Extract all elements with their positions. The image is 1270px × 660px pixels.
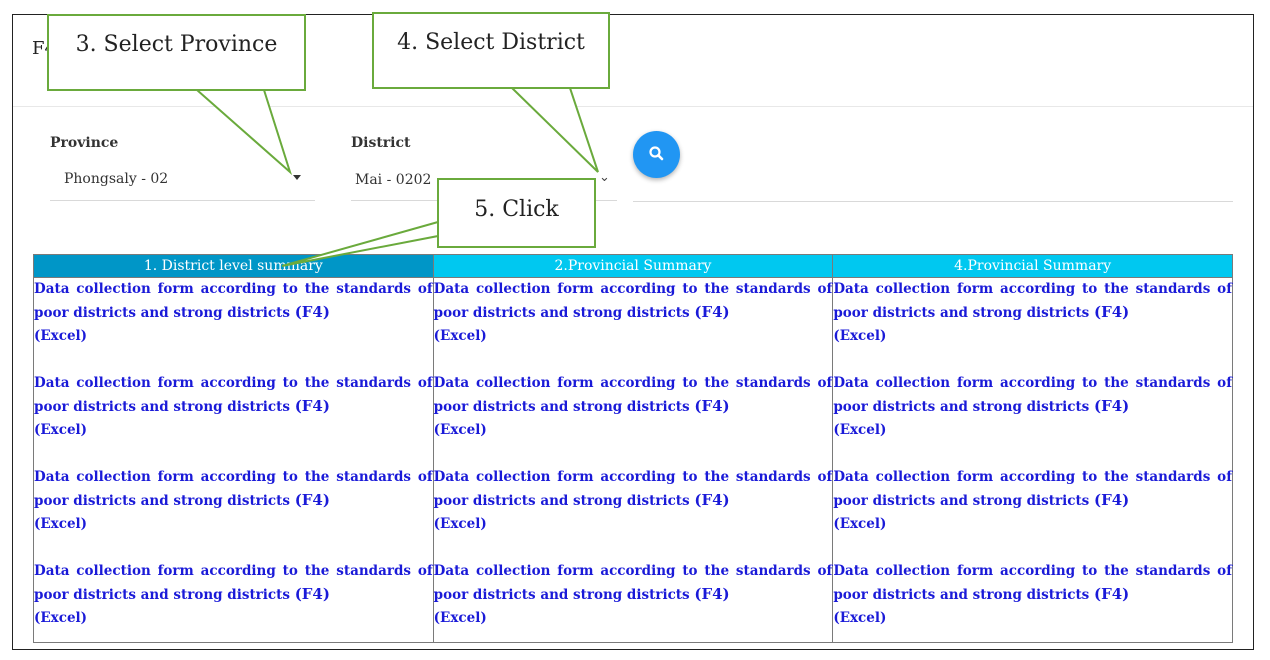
excel-link[interactable]: (Excel) [34, 516, 88, 532]
callout-pointer-district [509, 87, 599, 173]
tab-provincial-summary[interactable]: 2.Provincial Summary [432, 254, 834, 278]
table-row: Data collection form according to the st… [33, 466, 1233, 560]
form-link[interactable]: Data collection form according to the st… [34, 560, 433, 642]
form-link[interactable]: Data collection form according to the st… [434, 560, 833, 642]
province-underline [50, 200, 315, 201]
form-link[interactable]: Data collection form according to the st… [833, 560, 1232, 642]
excel-link[interactable]: (Excel) [833, 328, 887, 344]
excel-link[interactable]: (Excel) [833, 610, 887, 626]
table-row: Data collection form according to the st… [33, 560, 1233, 643]
form-link[interactable]: Data collection form according to the st… [434, 466, 833, 560]
tab-provincial-summary-4[interactable]: 4.Provincial Summary [832, 254, 1233, 278]
form-link[interactable]: Data collection form according to the st… [833, 278, 1232, 372]
search-icon [649, 146, 664, 161]
table-row: Data collection form according to the st… [33, 277, 1233, 372]
form-link[interactable]: Data collection form according to the st… [833, 372, 1232, 466]
excel-link[interactable]: (Excel) [34, 328, 88, 344]
excel-link[interactable]: (Excel) [433, 422, 487, 438]
table-row: Data collection form according to the st… [33, 372, 1233, 466]
excel-link[interactable]: (Excel) [433, 516, 487, 532]
excel-link[interactable]: (Excel) [34, 422, 88, 438]
callout-select-district: 4. Select District [372, 12, 610, 89]
district-label: District [351, 135, 411, 151]
callout-pointer-click [281, 220, 439, 267]
filter-underline [633, 201, 1233, 202]
excel-link[interactable]: (Excel) [833, 422, 887, 438]
callout-click: 5. Click [437, 178, 596, 248]
excel-link[interactable]: (Excel) [433, 328, 487, 344]
caret-down-icon[interactable] [293, 175, 301, 180]
excel-link[interactable]: (Excel) [833, 516, 887, 532]
summary-table: 1. District level summary 2.Provincial S… [33, 254, 1233, 643]
callout-select-province: 3. Select Province [47, 14, 306, 91]
chevron-down-icon[interactable]: ⌄ [599, 170, 610, 185]
excel-link[interactable]: (Excel) [34, 610, 88, 626]
form-link[interactable]: Data collection form according to the st… [434, 372, 833, 466]
form-link[interactable]: Data collection form according to the st… [34, 278, 433, 372]
tab-district-summary[interactable]: 1. District level summary [33, 254, 434, 278]
callout-pointer-province [194, 89, 293, 176]
form-link[interactable]: Data collection form according to the st… [34, 372, 433, 466]
province-select[interactable]: Phongsaly - 02 [64, 171, 169, 187]
header-divider [13, 106, 1253, 107]
search-button[interactable] [633, 131, 680, 178]
form-link[interactable]: Data collection form according to the st… [434, 278, 833, 372]
form-link[interactable]: Data collection form according to the st… [34, 466, 433, 560]
excel-link[interactable]: (Excel) [433, 610, 487, 626]
province-label: Province [50, 135, 119, 151]
district-select[interactable]: Mai - 0202 [355, 172, 432, 188]
form-link[interactable]: Data collection form according to the st… [833, 466, 1232, 560]
